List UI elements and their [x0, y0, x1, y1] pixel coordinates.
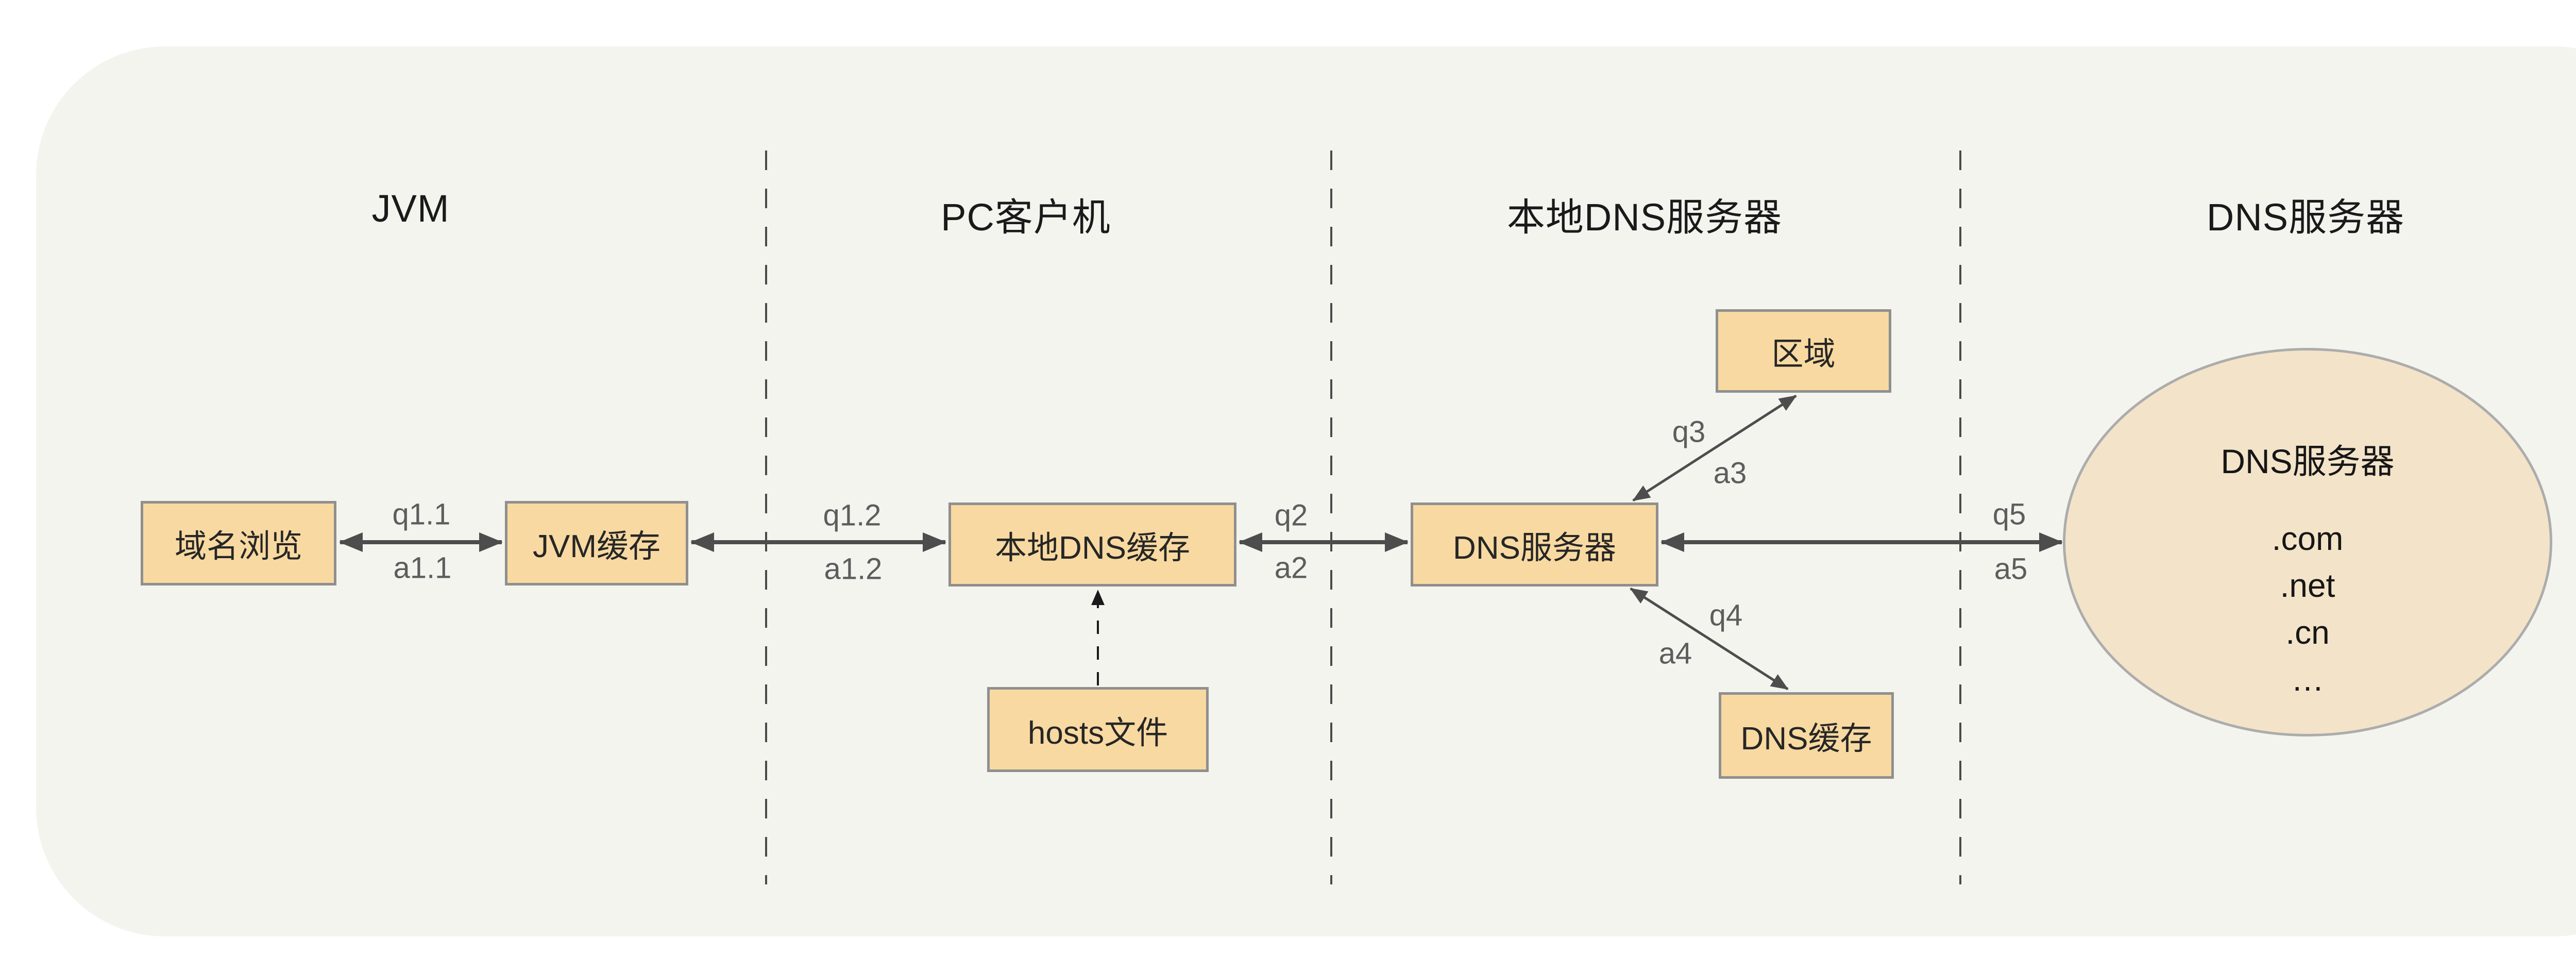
- edge-label-a4: a4: [1658, 637, 1692, 671]
- edge-label-a1-1: a1.1: [393, 551, 452, 585]
- node-local-dns-cache: 本地DNS缓存: [948, 503, 1236, 587]
- arrow-dnsserver-zone: [1632, 394, 1797, 502]
- node-domain-browse: 域名浏览: [141, 501, 336, 585]
- edge-label-q4: q4: [1709, 598, 1743, 632]
- edge-label-q1-1: q1.1: [392, 497, 451, 531]
- edge-label-a1-2: a1.2: [824, 552, 883, 586]
- edge-label-a3: a3: [1713, 456, 1747, 490]
- edge-label-q1-2: q1.2: [823, 498, 882, 532]
- edge-label-a2: a2: [1274, 551, 1308, 585]
- node-dns-server: DNS服务器: [1411, 503, 1658, 587]
- column-header-pc-client: PC客户机: [941, 196, 1111, 239]
- edge-label-a5: a5: [1994, 552, 2028, 586]
- tld-item-net: .net: [2280, 567, 2335, 604]
- root-dns-servers-ellipse: DNS服务器 .com .net .cn …: [2063, 348, 2552, 736]
- edge-label-q5: q5: [1992, 497, 2026, 531]
- node-dns-cache: DNS缓存: [1719, 692, 1894, 779]
- column-header-jvm: JVM: [371, 187, 450, 230]
- column-header-local-dns: 本地DNS服务器: [1506, 196, 1783, 239]
- arrow-dnsserver-dnscache: [1630, 587, 1789, 691]
- root-ellipse-title: DNS服务器: [2221, 442, 2395, 480]
- node-jvm-cache: JVM缓存: [505, 501, 688, 585]
- column-header-dns-server: DNS服务器: [2206, 196, 2405, 239]
- node-hosts-file: hosts文件: [987, 687, 1209, 772]
- tld-item-com: .com: [2272, 520, 2344, 557]
- tld-list: .com .net .cn …: [2065, 515, 2550, 703]
- tld-item-cn: .cn: [2285, 614, 2330, 651]
- edge-label-q2: q2: [1274, 498, 1308, 532]
- tld-item-more: …: [2291, 661, 2324, 698]
- edge-label-q3: q3: [1672, 415, 1706, 449]
- node-zone: 区域: [1716, 309, 1891, 393]
